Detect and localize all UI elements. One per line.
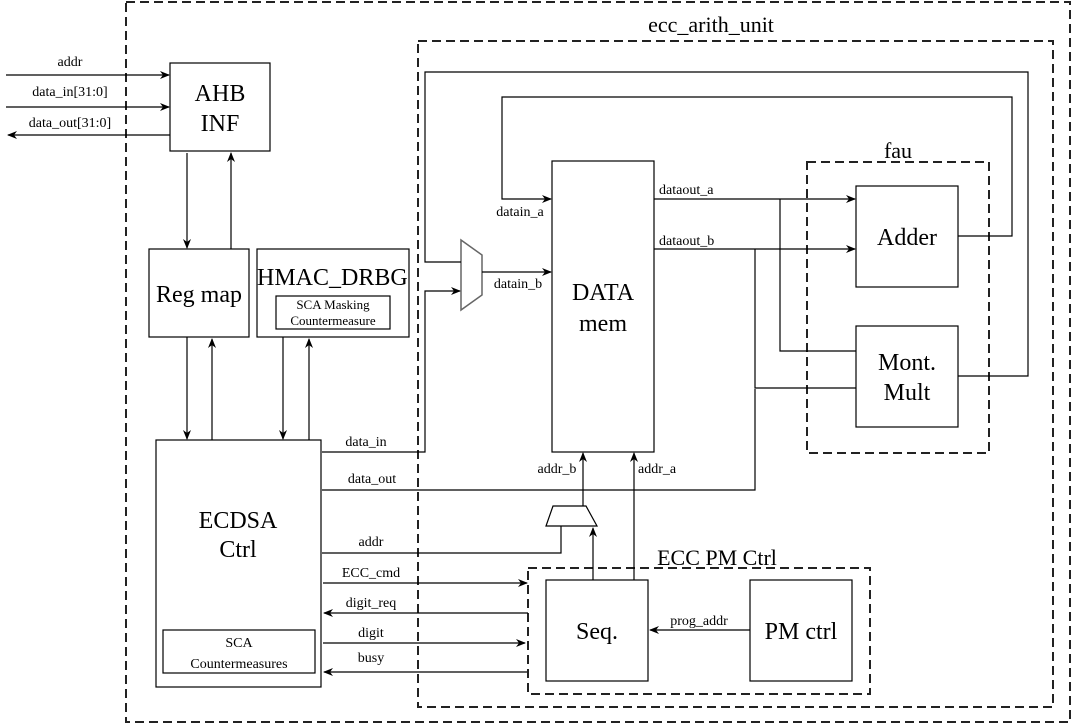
dataout-a-to-mult-wire — [779, 199, 856, 352]
prog-addr-label: prog_addr — [670, 614, 728, 629]
digit-req-label: digit_req — [346, 596, 397, 611]
mont-mult-label-1: Mont. — [878, 350, 936, 376]
ahb-inf-label-1: AHB — [195, 81, 246, 107]
mont-mult-label-2: Mult — [884, 380, 931, 406]
ecc-arith-unit-boundary — [417, 40, 1054, 708]
data-mem-block — [551, 160, 655, 453]
data-mem-label-2: mem — [579, 311, 627, 337]
addr-label: addr — [359, 535, 384, 550]
addr-wire — [322, 526, 562, 554]
ecc-pm-ctrl-label: ECC PM Ctrl — [657, 545, 777, 570]
pm-ctrl-block — [749, 579, 853, 682]
sca-masking-label-2: Countermeasure — [290, 313, 375, 328]
data-mem-label-1: DATA — [572, 280, 635, 306]
data-in-label: data_in — [345, 435, 386, 450]
seq-block — [545, 579, 649, 682]
ext-data-in-label: data_in[31:0] — [32, 85, 107, 100]
datain-b-label: datain_b — [494, 277, 542, 292]
ecdsa-ctrl-label-2: Ctrl — [219, 537, 257, 563]
sca-masking-block — [275, 295, 391, 330]
datain-a-label: datain_a — [496, 205, 544, 220]
busy-label: busy — [358, 651, 384, 666]
reg-map-block — [148, 248, 250, 338]
hmac-drbg-clip: HMAC_DRBG — [257, 265, 408, 291]
mont-mult-block — [855, 325, 959, 428]
addr-b-label: addr_b — [538, 462, 577, 477]
pm-ctrl-label: PM ctrl — [765, 619, 838, 645]
ecdsa-ctrl-label-1: ECDSA — [199, 508, 278, 534]
sca-countermeasures-label-1: SCA — [225, 636, 253, 651]
dataout-a-label: dataout_a — [659, 183, 714, 198]
ext-data-out-label: data_out[31:0] — [29, 116, 111, 131]
fau-boundary — [806, 161, 990, 454]
ecc-pm-ctrl-boundary — [527, 567, 871, 695]
data-out-label: data_out — [348, 472, 396, 487]
ahb-inf-label-2: INF — [201, 111, 240, 137]
reg-map-label: Reg map — [156, 282, 242, 308]
top-level-boundary — [125, 1, 1071, 723]
sca-masking-label-1: SCA Masking — [296, 297, 370, 312]
hmac-drbg-label: HMAC_DRBG — [257, 265, 408, 291]
addr-a-label: addr_a — [638, 462, 677, 477]
sca-countermeasures-block — [162, 629, 316, 674]
ecc-arith-unit-label: ecc_arith_unit — [648, 12, 774, 37]
dataout-b-to-mult-wire — [754, 249, 856, 389]
dataout-b-label: dataout_b — [659, 234, 714, 249]
data-out-wire — [322, 389, 756, 491]
ecc-cmd-label: ECC_cmd — [342, 566, 400, 581]
adder-label: Adder — [877, 225, 937, 251]
sca-countermeasures-label-2: Countermeasures — [190, 657, 287, 672]
fau-label: fau — [884, 138, 912, 163]
mont-mult-feedback-wire — [424, 71, 1029, 377]
ext-addr-label: addr — [58, 55, 83, 70]
addr-mux — [545, 505, 599, 527]
data-in-wire — [322, 287, 461, 453]
datain-mux — [460, 238, 483, 312]
seq-label: Seq. — [576, 619, 618, 645]
adder-feedback-wire — [501, 96, 1013, 237]
adder-block — [855, 185, 959, 288]
ahb-inf-block — [169, 62, 271, 152]
digit-label: digit — [358, 626, 384, 641]
